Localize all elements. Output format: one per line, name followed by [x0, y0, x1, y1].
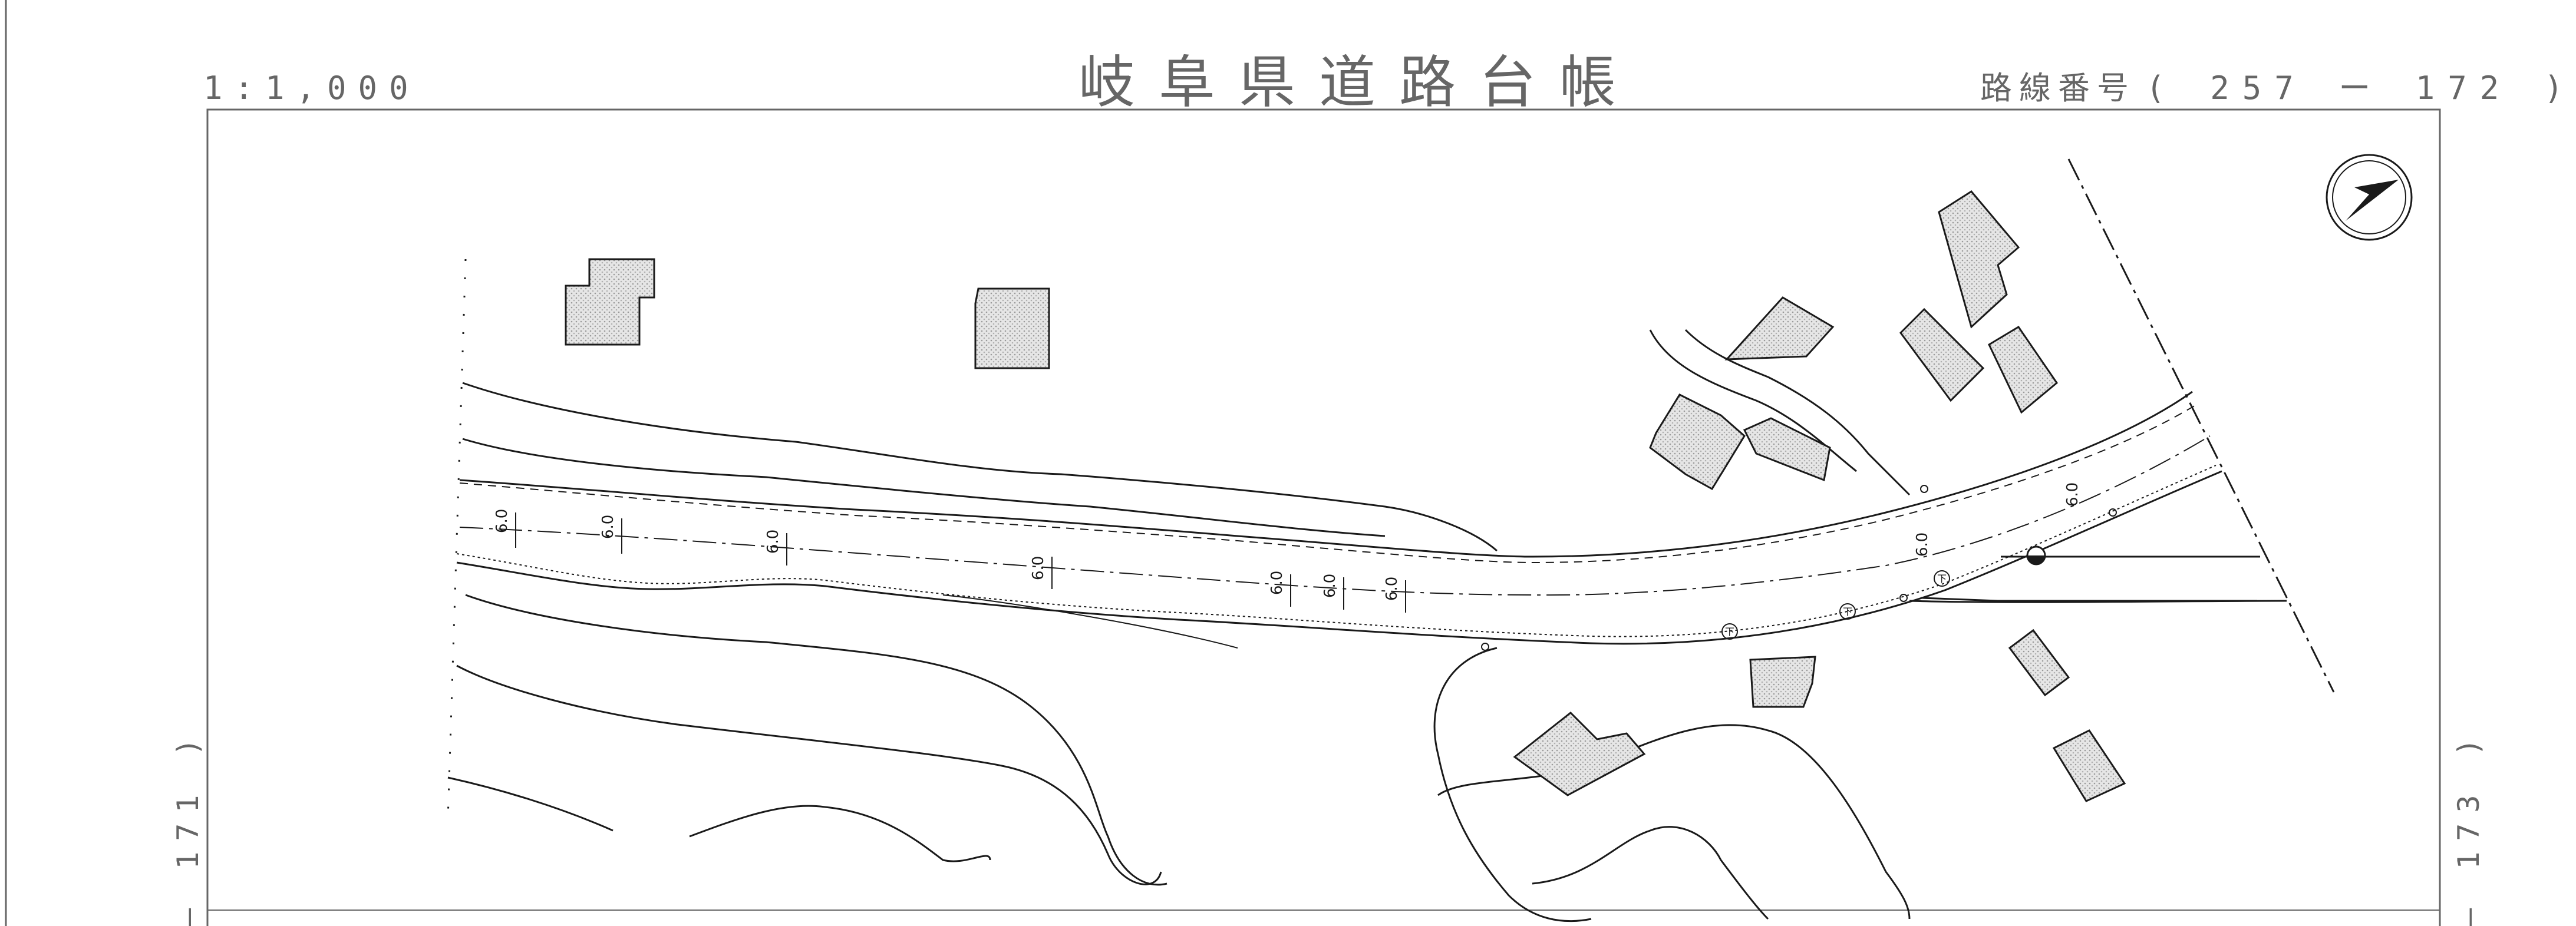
north-arrow-icon	[2326, 154, 2413, 241]
building	[974, 287, 1050, 369]
route-number-value: ( 257 ー 172 )	[2146, 70, 2576, 107]
sheet-title: 岐阜県道路台帳	[1078, 49, 1640, 115]
building	[1724, 296, 1835, 361]
survey-boundary-right	[2067, 158, 2335, 693]
route-number-label: 路線番号	[1980, 70, 2136, 107]
valve-icon	[1920, 485, 1928, 493]
road-centerline	[459, 435, 2211, 596]
survey-boundary-left	[447, 259, 467, 819]
width-label: 6.0	[493, 509, 511, 533]
width-label: 6.0	[599, 515, 617, 539]
manhole-icon	[1721, 623, 1738, 640]
width-label: 6.0	[1268, 571, 1286, 595]
valve-icon	[1481, 643, 1489, 651]
width-label: 6.0	[1914, 533, 1931, 557]
manhole-label: 下	[1937, 573, 1947, 584]
route-number: 路線番号 ( 257 ー 172 )	[1980, 62, 2576, 108]
valve-icon	[1899, 594, 1908, 602]
road-north-edge-dashed	[459, 403, 2199, 564]
manhole-label: 下	[1725, 626, 1734, 637]
manhole-icon	[1934, 570, 1950, 587]
benchmark-icon	[2026, 545, 2046, 565]
building	[1513, 711, 1646, 796]
road-edges	[456, 391, 2222, 649]
buildings	[565, 190, 2126, 802]
side-road	[1909, 555, 2287, 603]
width-label: 6.0	[2064, 482, 2082, 507]
manhole-icon	[1839, 603, 1856, 620]
road-width-labels: 6.0 6.0 6.0 6.0 6.0 6.0 6.0 6.0 6.0	[493, 482, 2082, 601]
building	[1938, 190, 2020, 329]
manhole-symbols	[1481, 485, 2117, 651]
scale-label: 1:1,000	[203, 70, 420, 107]
width-label: 6.0	[1030, 556, 1047, 580]
width-label: 6.0	[1321, 574, 1339, 598]
map-frame	[206, 108, 2441, 926]
building	[1988, 325, 2059, 414]
building	[2008, 629, 2070, 697]
road-south-edge-dotted	[456, 465, 2217, 637]
building	[565, 258, 655, 346]
width-ticks	[515, 512, 1406, 613]
building	[1899, 307, 1985, 402]
width-label: 6.0	[1383, 577, 1401, 601]
contour-lines	[447, 329, 1911, 922]
manhole-label: 下	[1843, 606, 1852, 617]
width-label: 6.0	[764, 530, 782, 554]
building	[1743, 417, 1831, 482]
valve-icon	[2109, 508, 2117, 517]
building	[1649, 393, 1746, 491]
road-north-edge	[459, 391, 2193, 558]
building	[1749, 656, 1816, 708]
building	[2052, 729, 2126, 802]
road-south-edge	[456, 470, 2222, 645]
